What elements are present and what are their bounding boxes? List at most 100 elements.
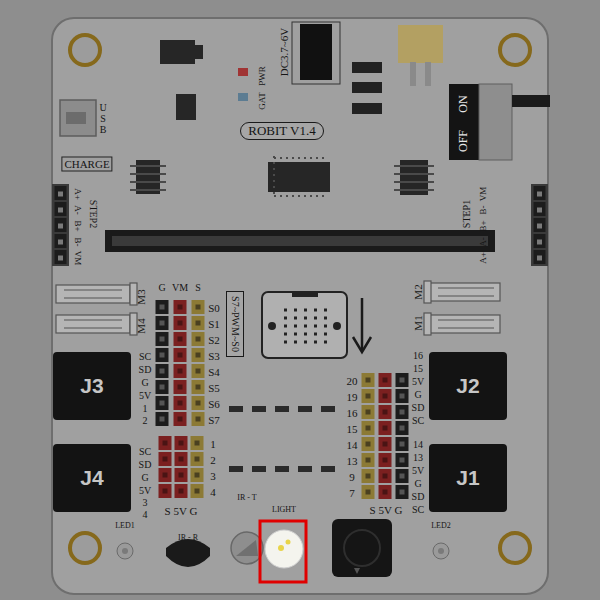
light-sensor: [278, 545, 284, 551]
motor-connector: [64, 297, 122, 298]
power-switch: [512, 95, 550, 107]
silk-label: LED1: [115, 522, 135, 530]
silk-label: A+: [479, 252, 488, 264]
silk-label: S3: [208, 351, 220, 362]
buzzer: [344, 530, 380, 566]
smd-resistor: [352, 82, 382, 93]
silk-label: B-: [73, 238, 82, 247]
port-block: J1: [429, 444, 507, 512]
mount-hole: [500, 533, 530, 563]
power-jack: [292, 22, 340, 84]
silk-label: STEP1: [462, 200, 472, 228]
silk-label: A+: [73, 188, 82, 200]
ir-transmitter: [236, 540, 258, 556]
silk-label: 13: [413, 453, 423, 463]
silk-label: USB: [99, 102, 107, 135]
rgb-led: [433, 543, 449, 559]
motor-connector: [438, 319, 494, 320]
usb-port: [60, 100, 96, 136]
silk-label: 1: [210, 439, 216, 450]
node-text: ROBIT V1.4: [248, 124, 315, 139]
silk-label: S6: [208, 399, 220, 410]
usb-port: [60, 100, 96, 136]
edge-connector-slot: [105, 230, 495, 252]
silk-label: DC3.7~6V: [279, 28, 290, 76]
io-pin-header: [379, 373, 392, 501]
silk-label: SD: [139, 365, 152, 375]
silk-label: IR - R: [178, 534, 198, 542]
silk-label: LED2: [431, 522, 451, 530]
ir-receiver: [166, 539, 210, 567]
io-pin-header: [163, 441, 168, 501]
smd-led-row: [298, 406, 312, 412]
power-jack: [300, 24, 332, 80]
silk-label: S4: [208, 367, 220, 378]
silk-label: SD: [139, 460, 152, 470]
silk-label: 19: [347, 392, 358, 403]
edge-connector-slot: [105, 230, 495, 252]
silk-label: 4: [143, 510, 148, 520]
io-pin-header: [366, 378, 371, 502]
chip-leg: [394, 165, 434, 167]
chip-leg: [274, 157, 326, 159]
smd-led-row: [229, 406, 243, 412]
silk-label: B+: [73, 220, 82, 231]
motor-connector: [438, 287, 494, 288]
motor-connector: [56, 285, 130, 303]
servo-pin-header: [178, 305, 183, 429]
direction-arrow: [361, 298, 364, 350]
silk-label: S7: [208, 415, 220, 426]
silk-label: S: [195, 283, 201, 293]
microbit-icon: [284, 325, 328, 328]
silk-label: PWR: [258, 66, 267, 86]
chip-leg: [130, 181, 166, 183]
chip-leg: [130, 189, 166, 191]
direction-arrow: [353, 298, 371, 352]
motor-connector: [438, 295, 494, 296]
chip: [160, 40, 195, 64]
silk-label: S1: [208, 319, 220, 330]
io-pin-header: [400, 378, 405, 502]
chip-leg: [130, 165, 166, 167]
light-sensor: [265, 530, 303, 568]
io-pin-header: [159, 436, 172, 500]
smd-led-row: [229, 406, 335, 472]
io-pin-header: [191, 436, 204, 500]
silk-label: G: [141, 378, 148, 388]
edge-connector-slot: [112, 236, 488, 246]
smd-resistor: [352, 62, 382, 114]
silk-label: LIGHT: [272, 506, 296, 514]
direction-arrow: [353, 337, 371, 352]
servo-pin-header: [192, 300, 205, 428]
silk-label: VM: [73, 251, 82, 266]
silk-label: 9: [349, 472, 355, 483]
silk-label: 2: [210, 455, 216, 466]
buzzer: [332, 519, 392, 577]
silk-label: SC: [412, 416, 424, 426]
mount-hole: [70, 533, 100, 563]
io-pin-header: [195, 441, 200, 501]
mount-hole: [70, 35, 530, 563]
microbit-icon: [284, 341, 328, 344]
io-pin-header: [179, 441, 184, 501]
microbit-icon: [262, 292, 347, 358]
chip-leg: [130, 173, 166, 175]
servo-pin-header: [162, 300, 198, 428]
chip: [268, 162, 330, 192]
microbit-icon: [262, 292, 347, 358]
node-text: J3: [80, 374, 103, 398]
power-jack: [292, 22, 340, 84]
smd-led-row: [252, 466, 266, 472]
silk-label: 16: [413, 351, 423, 361]
usb-port: [66, 112, 86, 124]
motor-connector: [56, 315, 130, 333]
io-pin-header: [362, 373, 375, 501]
silk-label: IR - T: [237, 494, 256, 502]
silk-label: 16: [347, 408, 358, 419]
power-switch: [449, 84, 550, 160]
chip: [195, 45, 203, 59]
silk-label: G: [414, 390, 421, 400]
silk-label: 20: [347, 376, 358, 387]
io-pin-header: [175, 436, 188, 500]
model-badge: ROBIT V1.4: [240, 122, 323, 141]
